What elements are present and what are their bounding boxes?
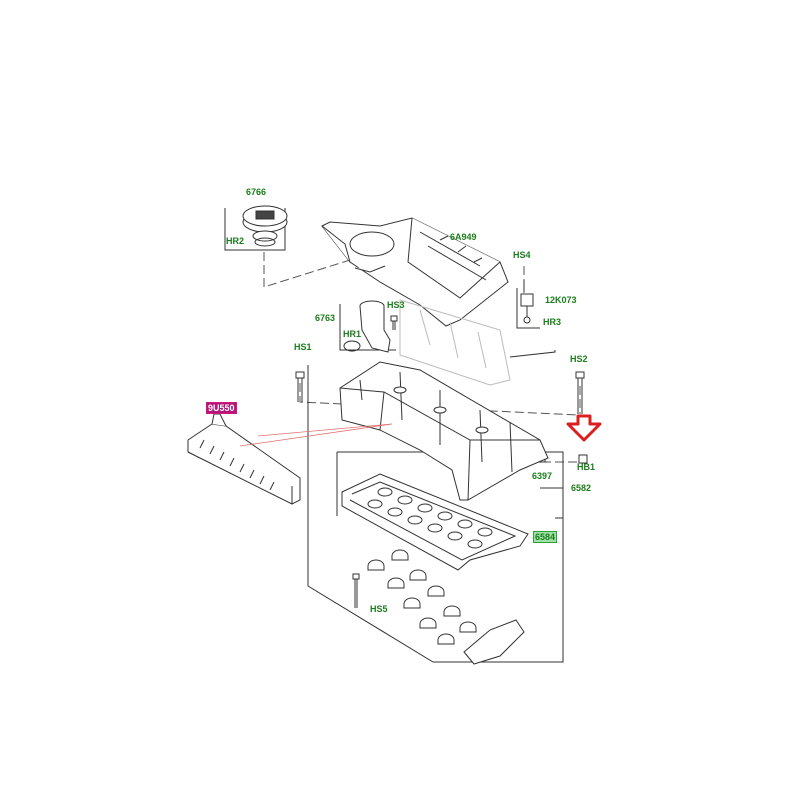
oil-filler-neck bbox=[343, 300, 391, 353]
down-arrow-icon bbox=[566, 414, 602, 442]
label-hs1: HS1 bbox=[294, 342, 312, 352]
label-6a949: 6A949 bbox=[450, 232, 477, 242]
label-hs3: HS3 bbox=[387, 300, 405, 310]
label-6766: 6766 bbox=[246, 187, 267, 197]
label-6582: 6582 bbox=[571, 483, 592, 493]
sensor bbox=[520, 280, 534, 324]
oil-filler-cap bbox=[242, 205, 288, 247]
label-6763: 6763 bbox=[315, 313, 336, 323]
label-hr3: HR3 bbox=[543, 317, 562, 327]
label-hr2: HR2 bbox=[226, 236, 245, 246]
label-hs5: HS5 bbox=[370, 604, 388, 614]
bearing-caps bbox=[352, 549, 525, 665]
label-6584-highlighted: 6584 bbox=[533, 531, 558, 543]
label-hs2: HS2 bbox=[570, 354, 588, 364]
gasket bbox=[341, 473, 529, 571]
label-hb1: HB1 bbox=[577, 462, 596, 472]
engine-cover bbox=[321, 217, 509, 327]
leader-lines bbox=[239, 423, 393, 447]
label-9u550-highlighted: 9U550 bbox=[206, 402, 237, 414]
rear-cover-body bbox=[399, 299, 511, 386]
label-6397: 6397 bbox=[532, 471, 553, 481]
insulation-pad bbox=[187, 413, 301, 505]
label-12k073: 12K073 bbox=[545, 295, 577, 305]
label-hr1: HR1 bbox=[343, 329, 362, 339]
valve-cover bbox=[339, 361, 549, 501]
label-hs4: HS4 bbox=[513, 250, 531, 260]
